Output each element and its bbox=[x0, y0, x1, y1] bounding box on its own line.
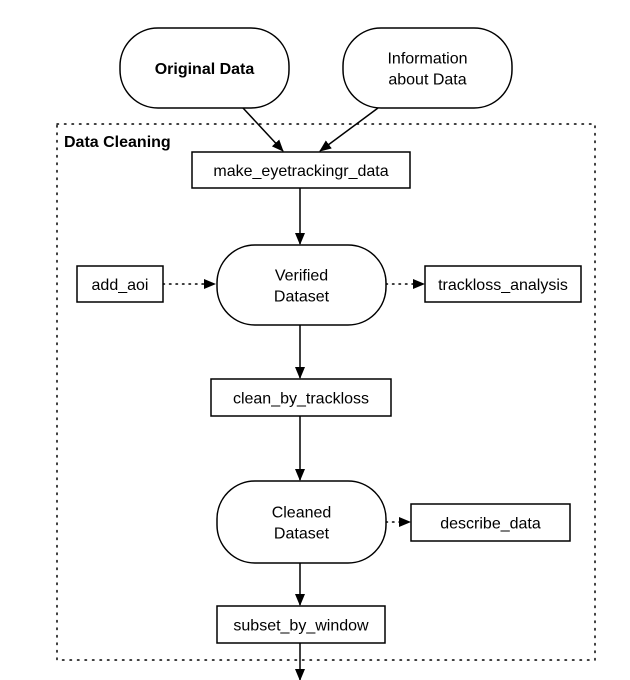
clean-by-trackloss-node-label-line-1: clean_by_trackloss bbox=[233, 391, 369, 408]
make-eyetrackingr-data-node-label-line-1: make_eyetrackingr_data bbox=[213, 163, 388, 180]
verified-dataset-node-label-line-2: Dataset bbox=[274, 289, 330, 306]
original-data-node: Original Data bbox=[119, 27, 290, 109]
edge-original-data-to-make-eyetrackingr-data bbox=[242, 107, 284, 152]
add-aoi-node-shape bbox=[76, 265, 164, 303]
make-eyetrackingr-data-node: make_eyetrackingr_data bbox=[191, 151, 411, 189]
cleaned-dataset-node-shape bbox=[216, 480, 387, 564]
original-data-node-label-line-1: Original Data bbox=[155, 61, 255, 78]
nodes: Original Data Information about Data make_e… bbox=[76, 27, 582, 644]
information-about-data-node-shape bbox=[342, 27, 513, 109]
trackloss-analysis-node-label-line-1: trackloss_analysis bbox=[438, 277, 568, 294]
verified-dataset-node-shape bbox=[216, 244, 387, 326]
information-about-data-node: Information about Data bbox=[342, 27, 513, 109]
cleaned-dataset-node-label-line-2: Dataset bbox=[274, 526, 330, 543]
original-data-node-shape bbox=[119, 27, 290, 109]
describe-data-node-shape bbox=[410, 503, 571, 542]
edge-information-to-make-eyetrackingr-data bbox=[319, 107, 379, 152]
trackloss-analysis-node-shape bbox=[424, 265, 582, 303]
clean-by-trackloss-node-shape bbox=[210, 378, 392, 417]
subset-by-window-node-label-line-1: subset_by_window bbox=[233, 618, 369, 635]
data-cleaning-group-title: Data Cleaning bbox=[64, 134, 171, 151]
add-aoi-node: add_aoi bbox=[76, 265, 164, 303]
information-about-data-node-label-line-1: Information bbox=[387, 51, 467, 68]
data-cleaning-group bbox=[56, 123, 596, 661]
subset-by-window-node-shape bbox=[216, 605, 386, 644]
information-about-data-node-label-line-2: about Data bbox=[388, 72, 466, 89]
make-eyetrackingr-data-node-shape bbox=[191, 151, 411, 189]
add-aoi-node-label-line-1: add_aoi bbox=[92, 277, 149, 294]
cleaned-dataset-node-label-line-1: Cleaned bbox=[272, 505, 332, 522]
edges bbox=[162, 107, 425, 680]
subset-by-window-node: subset_by_window bbox=[216, 605, 386, 644]
verified-dataset-node-label-line-1: Verified bbox=[275, 268, 328, 285]
clean-by-trackloss-node: clean_by_trackloss bbox=[210, 378, 392, 417]
describe-data-node-label-line-1: describe_data bbox=[440, 516, 541, 533]
describe-data-node: describe_data bbox=[410, 503, 571, 542]
trackloss-analysis-node: trackloss_analysis bbox=[424, 265, 582, 303]
